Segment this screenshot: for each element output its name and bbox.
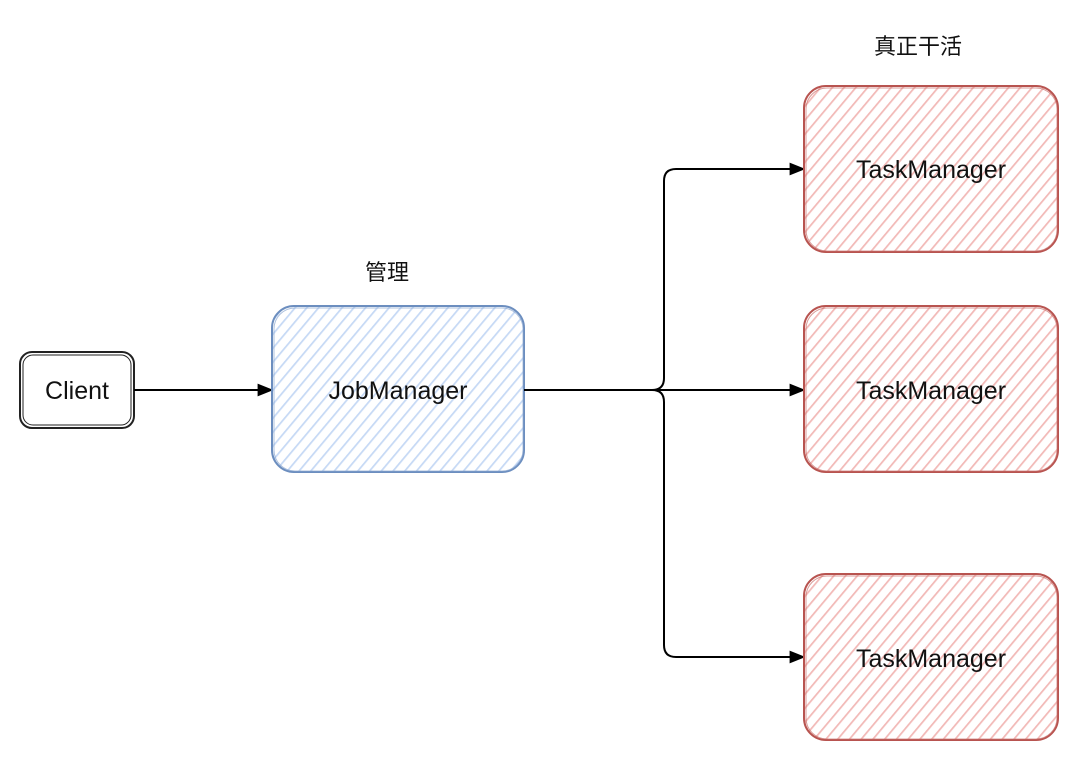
client-node: Client bbox=[19, 351, 135, 429]
jobmanager-caption: 管理 bbox=[365, 261, 409, 286]
jobmanager-label: JobManager bbox=[329, 377, 468, 405]
taskmanager-node-3: TaskManager bbox=[803, 573, 1059, 741]
jobmanager-node: JobManager bbox=[271, 305, 525, 473]
taskmanager-label-2: TaskManager bbox=[856, 377, 1006, 405]
taskmanager-label-3: TaskManager bbox=[856, 645, 1006, 673]
taskmanager-node-1: TaskManager bbox=[803, 85, 1059, 253]
taskmanager-node-2: TaskManager bbox=[803, 305, 1059, 473]
edge-jobmanager-taskmanager-3 bbox=[524, 389, 806, 664]
client-label: Client bbox=[45, 377, 109, 405]
taskmanager-label-1: TaskManager bbox=[856, 156, 1006, 184]
edge-jobmanager-taskmanager-1 bbox=[524, 162, 806, 391]
taskmanager-caption: 真正干活 bbox=[874, 35, 962, 60]
